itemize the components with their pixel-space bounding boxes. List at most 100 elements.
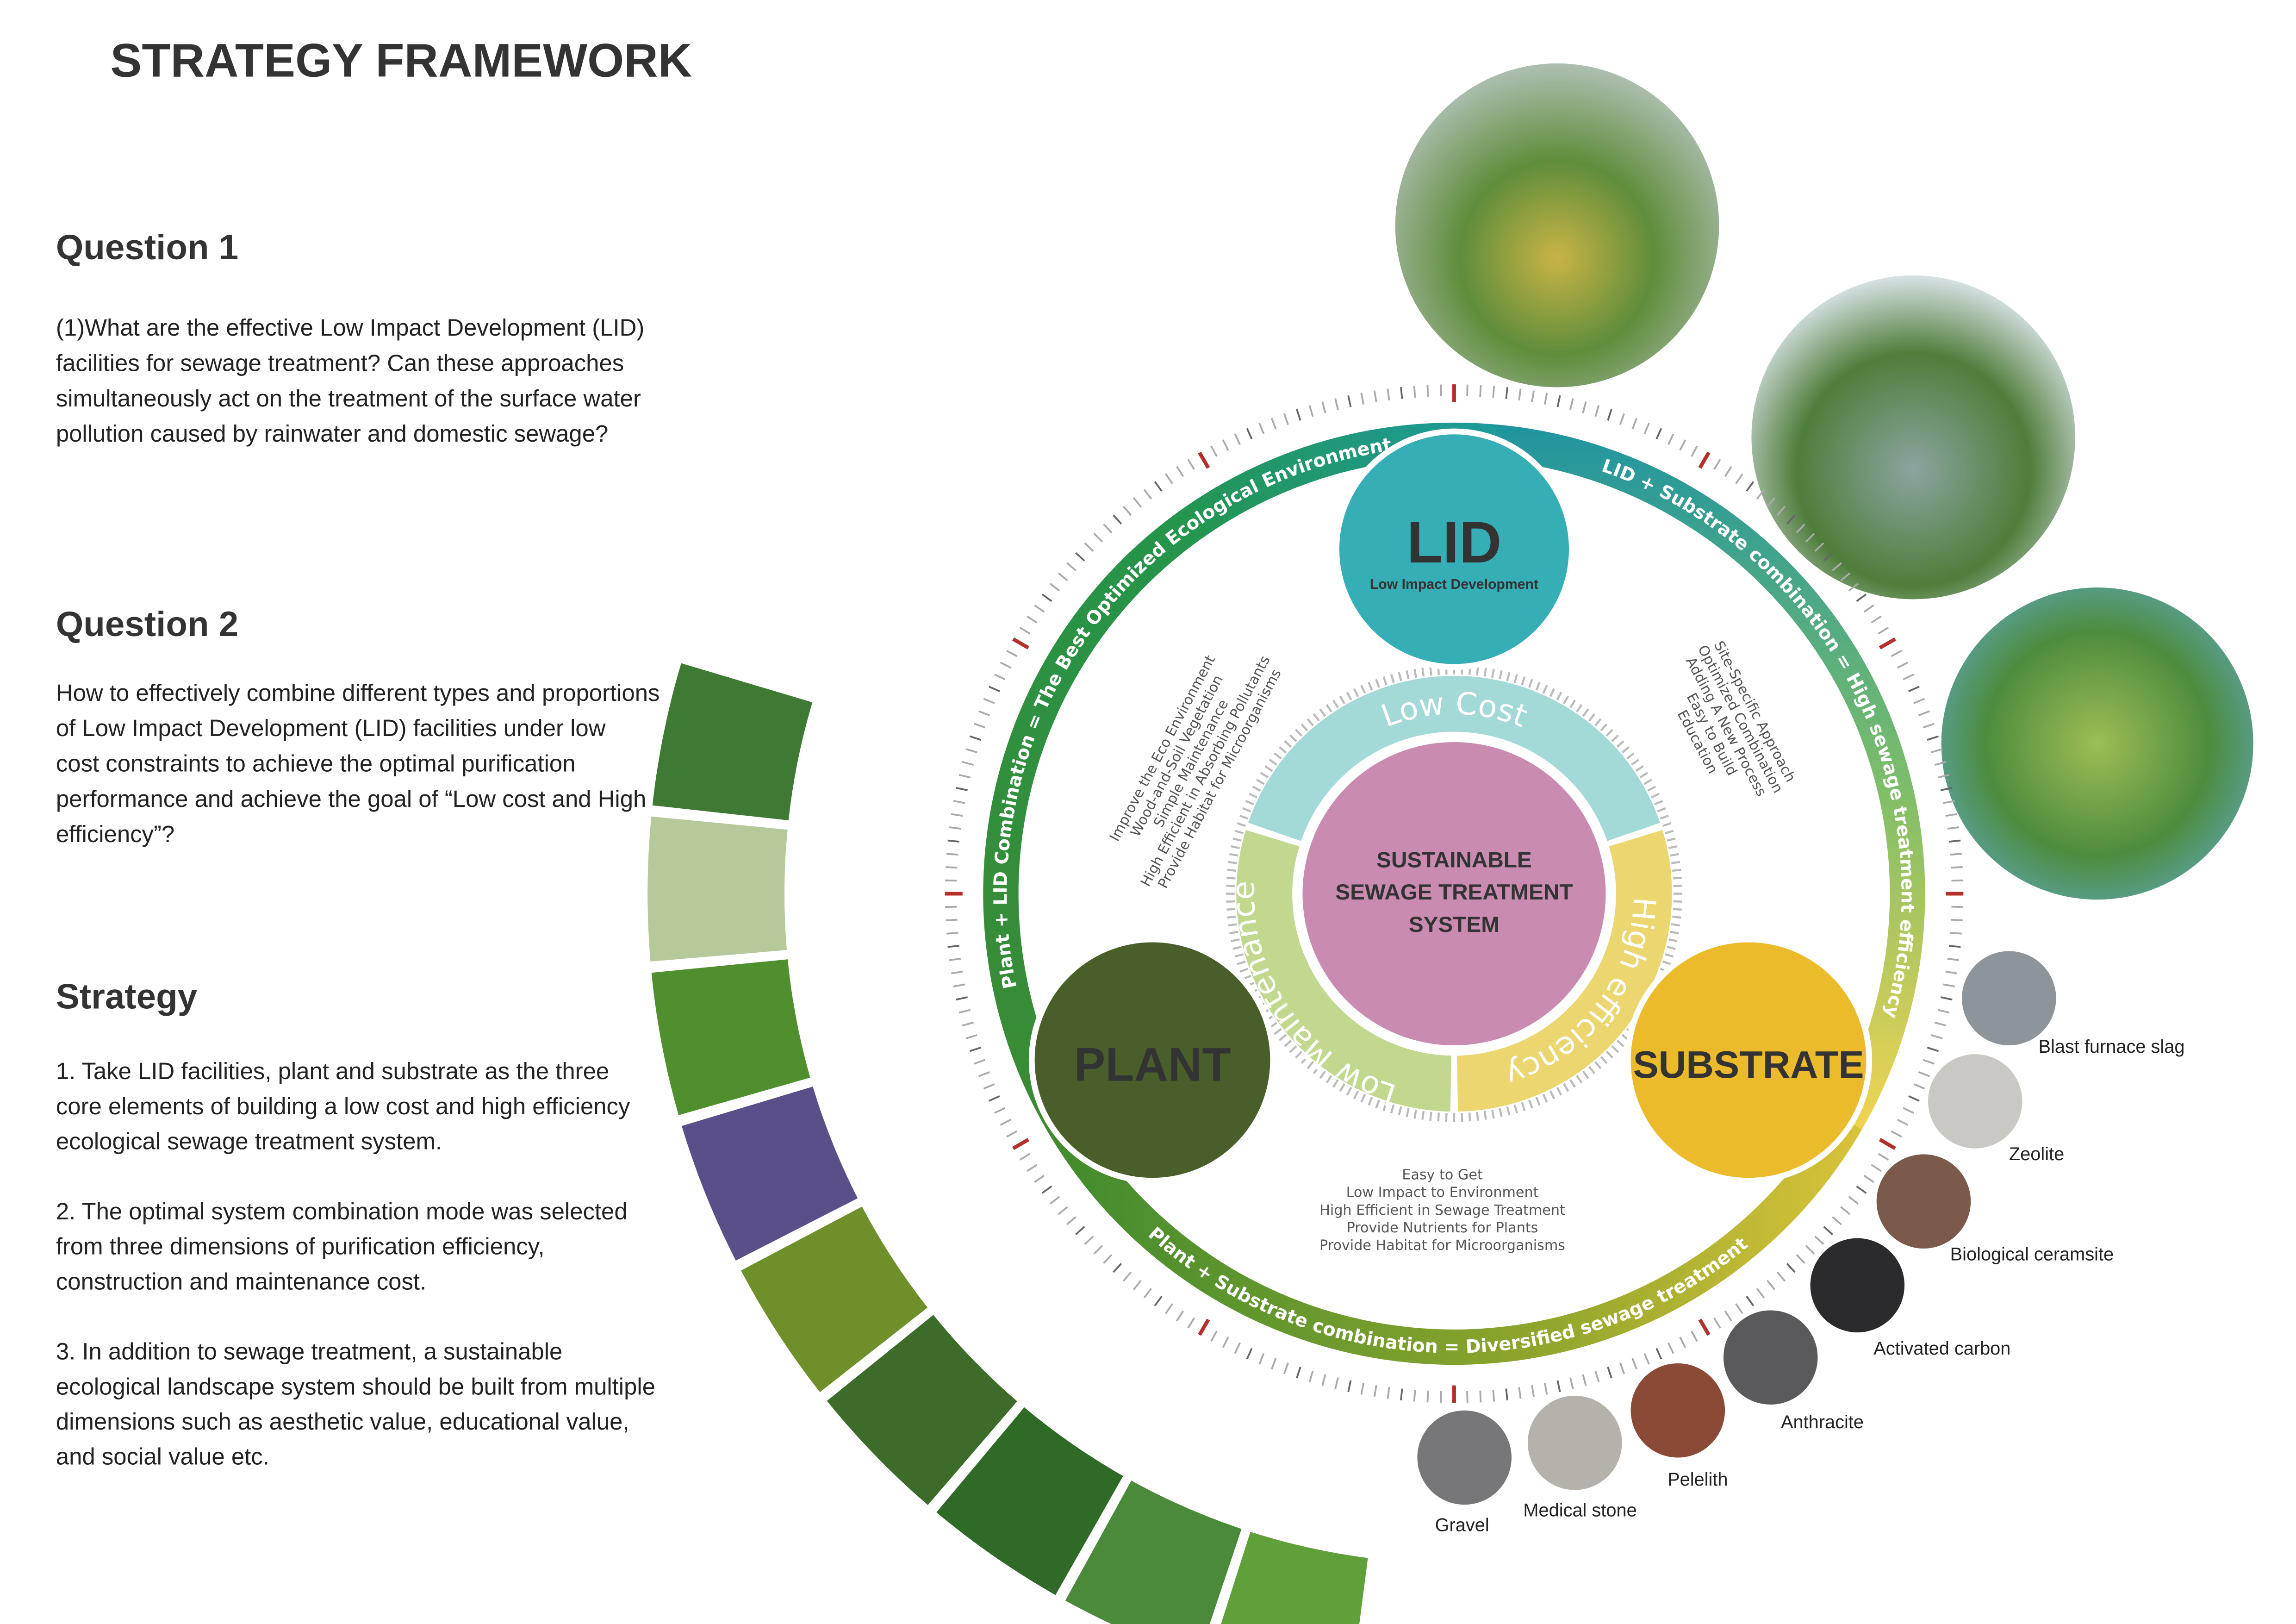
tick-mark xyxy=(1075,552,1085,562)
tick-mark xyxy=(1814,542,1824,552)
inner-tick-mark xyxy=(1521,1102,1526,1111)
inner-tick-mark xyxy=(1569,1079,1576,1088)
tick-mark xyxy=(1934,761,1947,766)
substrate-samples: Blast furnace slag Zeolite Biological ce… xyxy=(1417,951,2184,1535)
tick-mark xyxy=(947,839,960,843)
inner-tick-mark xyxy=(1368,1096,1373,1106)
tick-mark xyxy=(1927,1046,1939,1052)
tick-mark xyxy=(1321,401,1326,413)
tick-mark xyxy=(1863,604,1874,613)
feature-item: High Efficient in Sewage Treatment xyxy=(1319,1202,1565,1218)
inner-tick-mark xyxy=(1390,674,1395,683)
tick-mark xyxy=(956,996,968,1001)
substrate-node: SUBSTRATE xyxy=(1624,936,1873,1184)
tick-mark xyxy=(1058,1206,1068,1215)
tick-mark xyxy=(1871,615,1882,624)
tick-mark xyxy=(969,735,982,741)
inner-tick-mark xyxy=(1319,1070,1326,1079)
inner-tick-mark xyxy=(1227,915,1236,919)
tick-mark xyxy=(1296,1367,1301,1379)
inner-tick-mark xyxy=(1662,960,1672,965)
tick-mark xyxy=(1594,405,1600,417)
tick-mark xyxy=(1724,1310,1732,1322)
tick-mark xyxy=(1283,413,1289,425)
tick-mark xyxy=(1154,481,1163,492)
tick-mark xyxy=(1823,1226,1833,1236)
inner-tick-mark xyxy=(1319,708,1326,717)
tick-mark xyxy=(1347,395,1352,407)
inner-tick-mark xyxy=(1353,688,1359,697)
plant-title: PLANT xyxy=(1074,1038,1231,1091)
tick-mark xyxy=(1041,1185,1052,1194)
tick-mark xyxy=(1840,572,1851,581)
inner-tick-mark xyxy=(1650,793,1660,799)
tick-mark xyxy=(953,800,965,804)
inner-tick-mark xyxy=(1228,861,1238,864)
tick-mark xyxy=(994,1107,1006,1114)
inner-tick-mark xyxy=(1639,772,1649,779)
tick-mark-major xyxy=(1879,1138,1896,1150)
inner-tick-mark xyxy=(1499,1108,1503,1118)
plant-lid-band xyxy=(983,422,1495,1115)
inner-tick-mark xyxy=(1429,667,1432,676)
tick-mark xyxy=(1049,583,1060,592)
tick-mark xyxy=(1034,1174,1045,1183)
inner-ring: Low Cost High efficiency Low Maintenance… xyxy=(1225,675,1672,1113)
tick-mark xyxy=(1945,970,1958,974)
inner-tick-mark xyxy=(1437,1112,1440,1122)
inner-tick-mark xyxy=(1339,695,1345,705)
tick-mark xyxy=(1931,1034,1943,1039)
tick-mark xyxy=(1766,1280,1775,1290)
tick-mark xyxy=(1903,674,1914,681)
inner-tick-mark xyxy=(1671,861,1680,864)
inner-tick-mark xyxy=(1274,1028,1282,1035)
inner-tick-mark xyxy=(1621,746,1630,754)
inner-tick-mark xyxy=(1528,1099,1533,1109)
tick-mark xyxy=(1691,445,1698,457)
inner-tick-mark xyxy=(1542,685,1548,694)
tick-mark-major xyxy=(1698,451,1711,469)
text-line: pollution caused by rainwater and domest… xyxy=(56,420,608,447)
center-title-line: SUSTAINABLE xyxy=(1376,848,1532,872)
tick-mark xyxy=(1619,413,1625,425)
inner-tick-mark xyxy=(1406,670,1410,680)
tick-mark xyxy=(1918,1071,1930,1077)
inner-tick-mark xyxy=(1398,1106,1402,1116)
tick-mark xyxy=(1913,698,1925,704)
text-line: ecological landscape system should be bu… xyxy=(56,1373,655,1399)
inner-tick-mark xyxy=(1672,915,1681,919)
tick-mark xyxy=(1735,1303,1743,1314)
inner-tick-mark xyxy=(1535,1096,1541,1106)
tick-mark xyxy=(1679,439,1686,451)
inner-tick-mark xyxy=(1660,814,1669,820)
inner-tick-mark xyxy=(1670,853,1679,857)
inner-tick-mark xyxy=(1269,758,1277,766)
tick-mark xyxy=(1556,395,1561,407)
tick-mark xyxy=(1840,1206,1851,1215)
inner-tick-mark xyxy=(1611,1045,1619,1053)
plant-photo xyxy=(936,1407,1123,1595)
lid-photo-park-pond xyxy=(1751,275,2075,600)
tick-mark xyxy=(1360,1383,1364,1395)
tick-mark xyxy=(951,813,963,817)
inner-tick-mark xyxy=(1483,668,1487,677)
tick-mark xyxy=(1154,1295,1163,1306)
activated-carbon-photo xyxy=(1810,1238,1905,1333)
inner-tick-mark xyxy=(1231,938,1240,943)
inner-tick-mark xyxy=(1294,729,1303,737)
tick-mark xyxy=(1049,1196,1060,1205)
inner-tick-mark xyxy=(1332,1079,1339,1088)
inner-tick-mark xyxy=(1673,908,1682,911)
inner-tick-mark xyxy=(1264,765,1273,772)
tick-mark xyxy=(1270,1358,1277,1370)
substrate-label: Anthracite xyxy=(1781,1412,1864,1432)
tick-mark xyxy=(953,983,965,987)
tick-mark xyxy=(1848,1196,1859,1205)
tick-mark xyxy=(1518,1387,1522,1399)
tick-mark xyxy=(956,787,968,791)
inner-tick-mark xyxy=(1626,752,1635,760)
lid-node: LID Low Impact Development xyxy=(1333,428,1575,670)
tick-mark xyxy=(1518,388,1522,401)
tick-mark xyxy=(1940,787,1953,791)
